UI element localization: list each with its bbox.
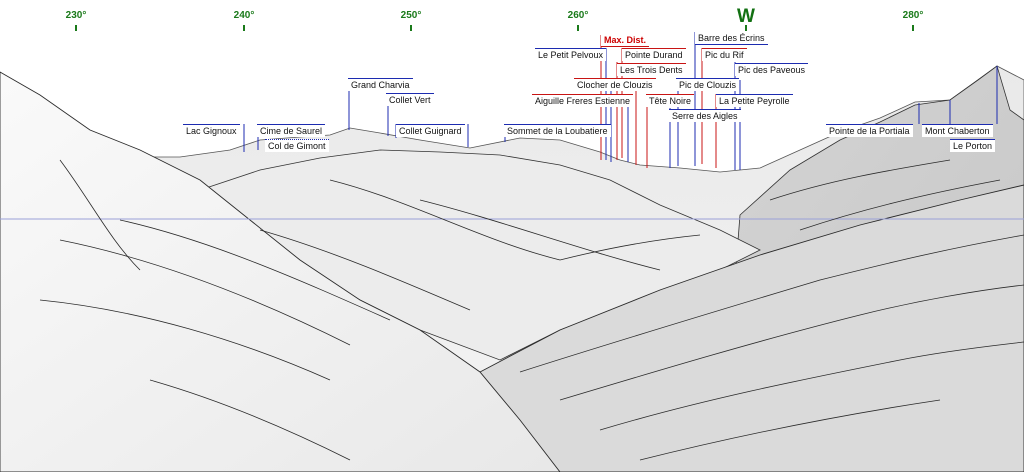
compass-tick-280: 280° — [902, 10, 924, 21]
peak-label-pic-de-clouzis[interactable]: Pic de Clouzis — [676, 78, 740, 91]
compass-tick-260: 260° — [567, 10, 589, 21]
peak-label-col-de-gimont[interactable]: Col de Gimont — [265, 139, 329, 152]
compass-tick-250: 250° — [400, 10, 422, 21]
near-left-slope — [0, 71, 561, 472]
peak-label-tete-noire[interactable]: Tête Noire — [646, 94, 695, 107]
max-dist-label[interactable]: Max. Dist. — [601, 34, 650, 47]
peak-label-aiguille-freres-estienne[interactable]: Aiguille Freres Estienne — [532, 94, 634, 107]
peak-label-sommet-de-la-loubatiere[interactable]: Sommet de la Loubatiere — [504, 124, 611, 137]
peak-label-le-petit-pelvoux[interactable]: Le Petit Pelvoux — [535, 48, 607, 61]
tick-mark — [577, 25, 579, 31]
peak-label-serre-des-aigles[interactable]: Serre des Aigles — [669, 109, 741, 122]
peak-label-mont-chaberton[interactable]: Mont Chaberton — [922, 124, 993, 137]
peak-label-cime-de-saurel[interactable]: Cime de Saurel — [257, 124, 326, 137]
peak-label-lac-gignoux[interactable]: Lac Gignoux — [183, 124, 240, 137]
compass-tick-230: 230° — [65, 10, 87, 21]
tick-mark — [243, 25, 245, 31]
peak-label-pic-des-paveous[interactable]: Pic des Paveous — [735, 63, 809, 76]
peak-label-le-porton[interactable]: Le Porton — [950, 139, 996, 152]
ridge-lines — [39, 159, 1024, 461]
peak-label-pic-du-rif[interactable]: Pic du Rif — [702, 48, 747, 61]
tick-mark — [912, 25, 914, 31]
peak-label-barre-des-ecrins[interactable]: Barre des Écrins — [695, 32, 768, 45]
peak-label-collet-vert[interactable]: Collet Vert — [386, 93, 434, 106]
peak-label-pointe-de-la-portiala[interactable]: Pointe de la Portiala — [826, 124, 913, 137]
peak-label-pointe-durand[interactable]: Pointe Durand — [622, 48, 686, 61]
peak-label-les-trois-dents[interactable]: Les Trois Dents — [617, 63, 686, 76]
near-right-slope — [469, 184, 1024, 472]
tick-mark — [75, 25, 77, 31]
peak-label-collet-guignard[interactable]: Collet Guignard — [396, 124, 465, 137]
peak-label-grand-charvia[interactable]: Grand Charvia — [348, 78, 413, 91]
peak-label-la-petite-peyrolle[interactable]: La Petite Peyrolle — [716, 94, 793, 107]
tick-mark — [745, 25, 747, 31]
compass-cardinal-west: W — [737, 6, 755, 27]
peak-label-clocher-de-clouzis[interactable]: Clocher de Clouzis — [574, 78, 656, 91]
tick-mark — [410, 25, 412, 31]
compass-tick-240: 240° — [233, 10, 255, 21]
